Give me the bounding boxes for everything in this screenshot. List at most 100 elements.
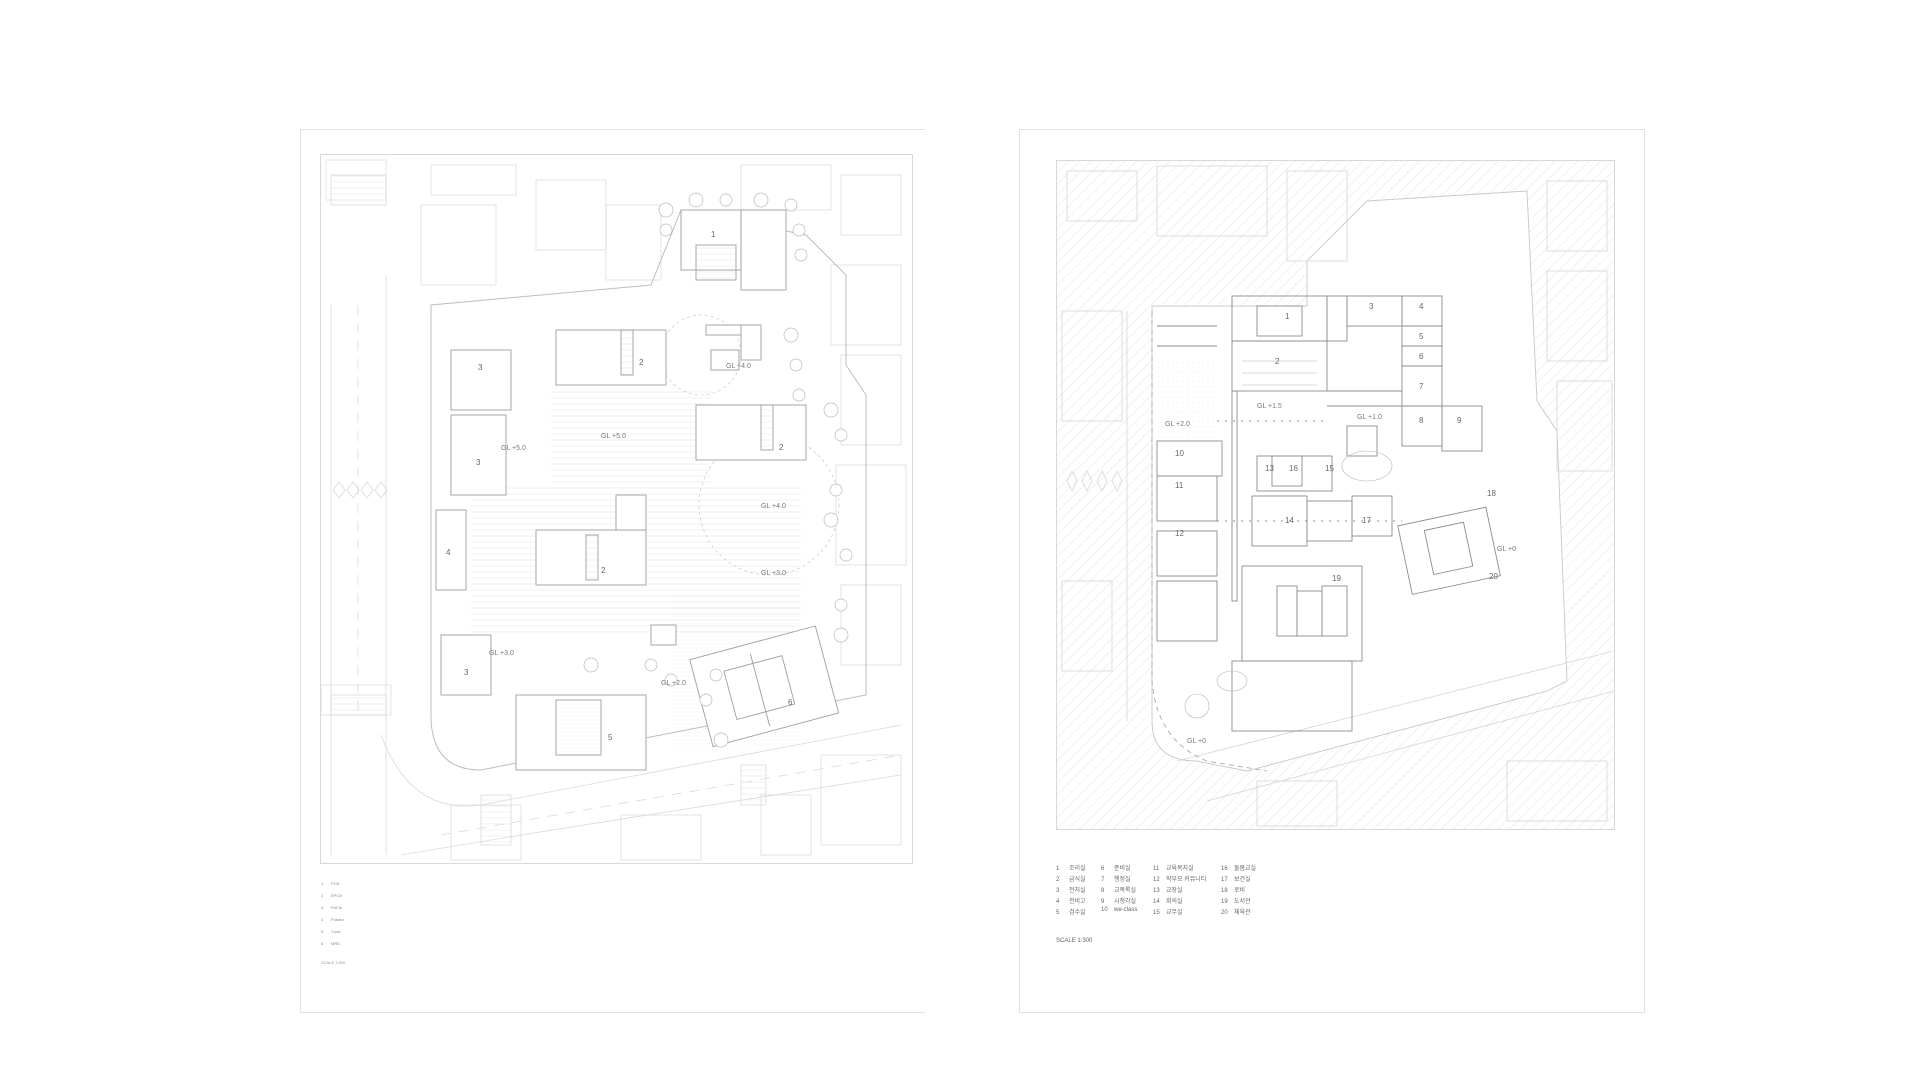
road-left <box>330 174 388 855</box>
room-number: 14 <box>1285 516 1294 525</box>
room-number: 11 <box>1175 481 1184 490</box>
room-number: 9 <box>1457 416 1462 425</box>
furniture <box>1184 360 1393 719</box>
site-plan-drawing: GL +4.0 GL +5.0 GL +5.0 GL +4.0 GL +3.0 … <box>320 154 913 864</box>
room-number: 10 <box>1175 449 1184 458</box>
floor-plan-sheet: GL +1.5 GL +1.0 GL +2.0 GL +0 GL +0 1 2 … <box>1019 129 1645 1013</box>
room-number: 15 <box>1325 464 1334 473</box>
level-label: GL +5.0 <box>601 433 626 440</box>
context-buildings <box>1061 165 1613 827</box>
room-number: 3 <box>478 363 483 372</box>
courtyard-gl5 <box>551 390 711 485</box>
scale-label: SCALE 1:300 <box>1056 938 1093 944</box>
room-number: 12 <box>1175 529 1184 538</box>
room-number: 18 <box>1487 489 1496 498</box>
level-label: GL +4.0 <box>761 503 786 510</box>
room-number: 6 <box>1419 352 1424 361</box>
room-number: 19 <box>1332 574 1341 583</box>
room-number: 5 <box>608 733 613 742</box>
site-area <box>1151 190 1568 772</box>
room-number: 17 <box>1362 516 1371 525</box>
room-numbers: 1 2 2 3 3 3 4 2 5 6 <box>446 230 793 742</box>
level-label: GL +4.0 <box>726 363 751 370</box>
scale-label: SCALE 1:800 <box>321 960 346 965</box>
floor-plan-svg: GL +1.5 GL +1.0 GL +2.0 GL +0 GL +0 1 2 … <box>1057 161 1614 829</box>
circular-plaza <box>698 434 840 576</box>
level-label: GL +1.0 <box>1357 414 1382 421</box>
level-label: GL +2.0 <box>1165 421 1190 428</box>
room-number: 6 <box>788 698 793 707</box>
level-label: GL +2.0 <box>661 680 686 687</box>
room-number: 8 <box>1419 416 1424 425</box>
floor-plan-drawing: GL +1.5 GL +1.0 GL +2.0 GL +0 GL +0 1 2 … <box>1056 160 1615 830</box>
room-number: 13 <box>1265 464 1274 473</box>
road-left <box>1066 311 1614 802</box>
room-number: 2 <box>1275 357 1280 366</box>
room-number: 4 <box>446 548 451 557</box>
room-number: 3 <box>1369 302 1374 311</box>
level-label: GL +3.0 <box>761 570 786 577</box>
level-label: GL +1.5 <box>1257 403 1282 410</box>
context-buildings <box>321 159 907 861</box>
room-number: 3 <box>464 668 469 677</box>
floor-plan-walls <box>1156 295 1501 732</box>
room-number: 1 <box>1285 312 1290 321</box>
room-number: 2 <box>779 443 784 452</box>
room-number: 16 <box>1289 464 1298 473</box>
room-number: 5 <box>1419 332 1424 341</box>
site-plan-svg: GL +4.0 GL +5.0 GL +5.0 GL +4.0 GL +3.0 … <box>321 159 907 861</box>
room-number: 1 <box>711 230 716 239</box>
trees <box>583 192 853 748</box>
level-label: GL +0 <box>1497 546 1516 553</box>
room-number: 20 <box>1489 572 1498 581</box>
room-numbers: 1 2 3 4 5 6 7 8 9 10 11 12 13 14 15 16 1… <box>1175 302 1498 583</box>
level-labels: GL +1.5 GL +1.0 GL +2.0 GL +0 GL +0 <box>1165 403 1516 745</box>
level-label: GL +0 <box>1187 738 1206 745</box>
level-labels: GL +4.0 GL +5.0 GL +5.0 GL +4.0 GL +3.0 … <box>489 363 786 687</box>
room-number: 2 <box>639 358 644 367</box>
site-edge <box>1151 311 1268 772</box>
school-buildings <box>435 209 840 771</box>
room-number: 4 <box>1419 302 1424 311</box>
road-bottom <box>380 724 902 856</box>
site-plan-sheet: GL +4.0 GL +5.0 GL +5.0 GL +4.0 GL +3.0 … <box>300 129 925 1013</box>
room-number: 3 <box>476 458 481 467</box>
room-number: 7 <box>1419 382 1424 391</box>
site-boundary <box>430 209 867 771</box>
level-label: GL +5.0 <box>501 445 526 452</box>
level-label: GL +3.0 <box>489 650 514 657</box>
room-number: 2 <box>601 566 606 575</box>
